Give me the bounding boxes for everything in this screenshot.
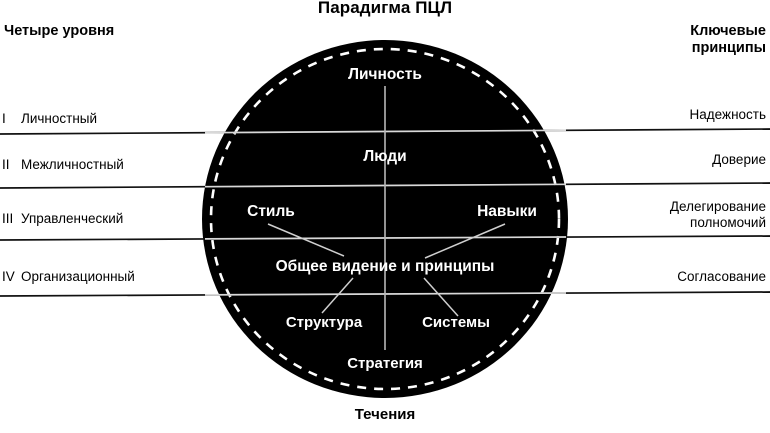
connector-shared-to-systems bbox=[423, 277, 459, 317]
principle-label-4: Согласование bbox=[677, 269, 766, 284]
principle-label-1: Надежность bbox=[689, 107, 766, 122]
principle-label-3: Делегирование bbox=[669, 199, 766, 214]
level-row-3: III Управленческий bbox=[2, 211, 123, 226]
right-column-heading: Ключевые принципы bbox=[690, 23, 766, 56]
node-shared-vision: Общее видение и принципы bbox=[275, 258, 495, 275]
node-strategy: Стратегия bbox=[347, 355, 423, 372]
bottom-caption: Течения bbox=[354, 406, 416, 423]
node-systems: Системы bbox=[422, 314, 490, 331]
node-personality: Личность bbox=[348, 66, 422, 83]
node-skills: Навыки bbox=[477, 203, 537, 220]
page-title: Парадигма ПЦЛ bbox=[317, 0, 453, 17]
principle-row-3: Делегирование полномочий bbox=[670, 199, 766, 231]
level-numeral-2: II bbox=[2, 157, 10, 172]
level-numeral-4: IV bbox=[2, 269, 15, 284]
level-numeral-3: III bbox=[2, 211, 14, 226]
level-label-1: Личностный bbox=[21, 111, 98, 126]
left-column-heading: Четыре уровня bbox=[4, 23, 115, 39]
dashed-ring bbox=[209, 47, 561, 391]
connector-skills-to-shared bbox=[424, 223, 506, 259]
right-column-heading-line-2: принципы bbox=[691, 39, 766, 56]
level-label-2: Межличностный bbox=[21, 157, 124, 172]
node-style: Стиль bbox=[247, 203, 295, 220]
level-row-1: I Личностный bbox=[2, 111, 97, 126]
level-label-3: Управленческий bbox=[21, 211, 124, 226]
level-label-4: Организационный bbox=[21, 269, 135, 284]
node-people: Люди bbox=[363, 148, 407, 165]
right-column-heading-line-1: Ключевые bbox=[690, 23, 766, 39]
connector-style-to-shared bbox=[267, 223, 345, 257]
principle-row-1: Надежность bbox=[690, 107, 766, 123]
connector-shared-to-structure bbox=[321, 277, 354, 314]
principle-row-4: Согласование bbox=[677, 269, 766, 285]
node-structure: Структура bbox=[285, 314, 363, 331]
principle-label-2: Доверие bbox=[712, 152, 766, 167]
level-row-2: II Межличностный bbox=[2, 157, 124, 172]
level-row-4: IV Организационный bbox=[2, 269, 135, 284]
level-numeral-1: I bbox=[2, 111, 6, 126]
principle-row-2: Доверие bbox=[712, 152, 766, 168]
principle-label-3-line-2: полномочий bbox=[690, 214, 766, 230]
